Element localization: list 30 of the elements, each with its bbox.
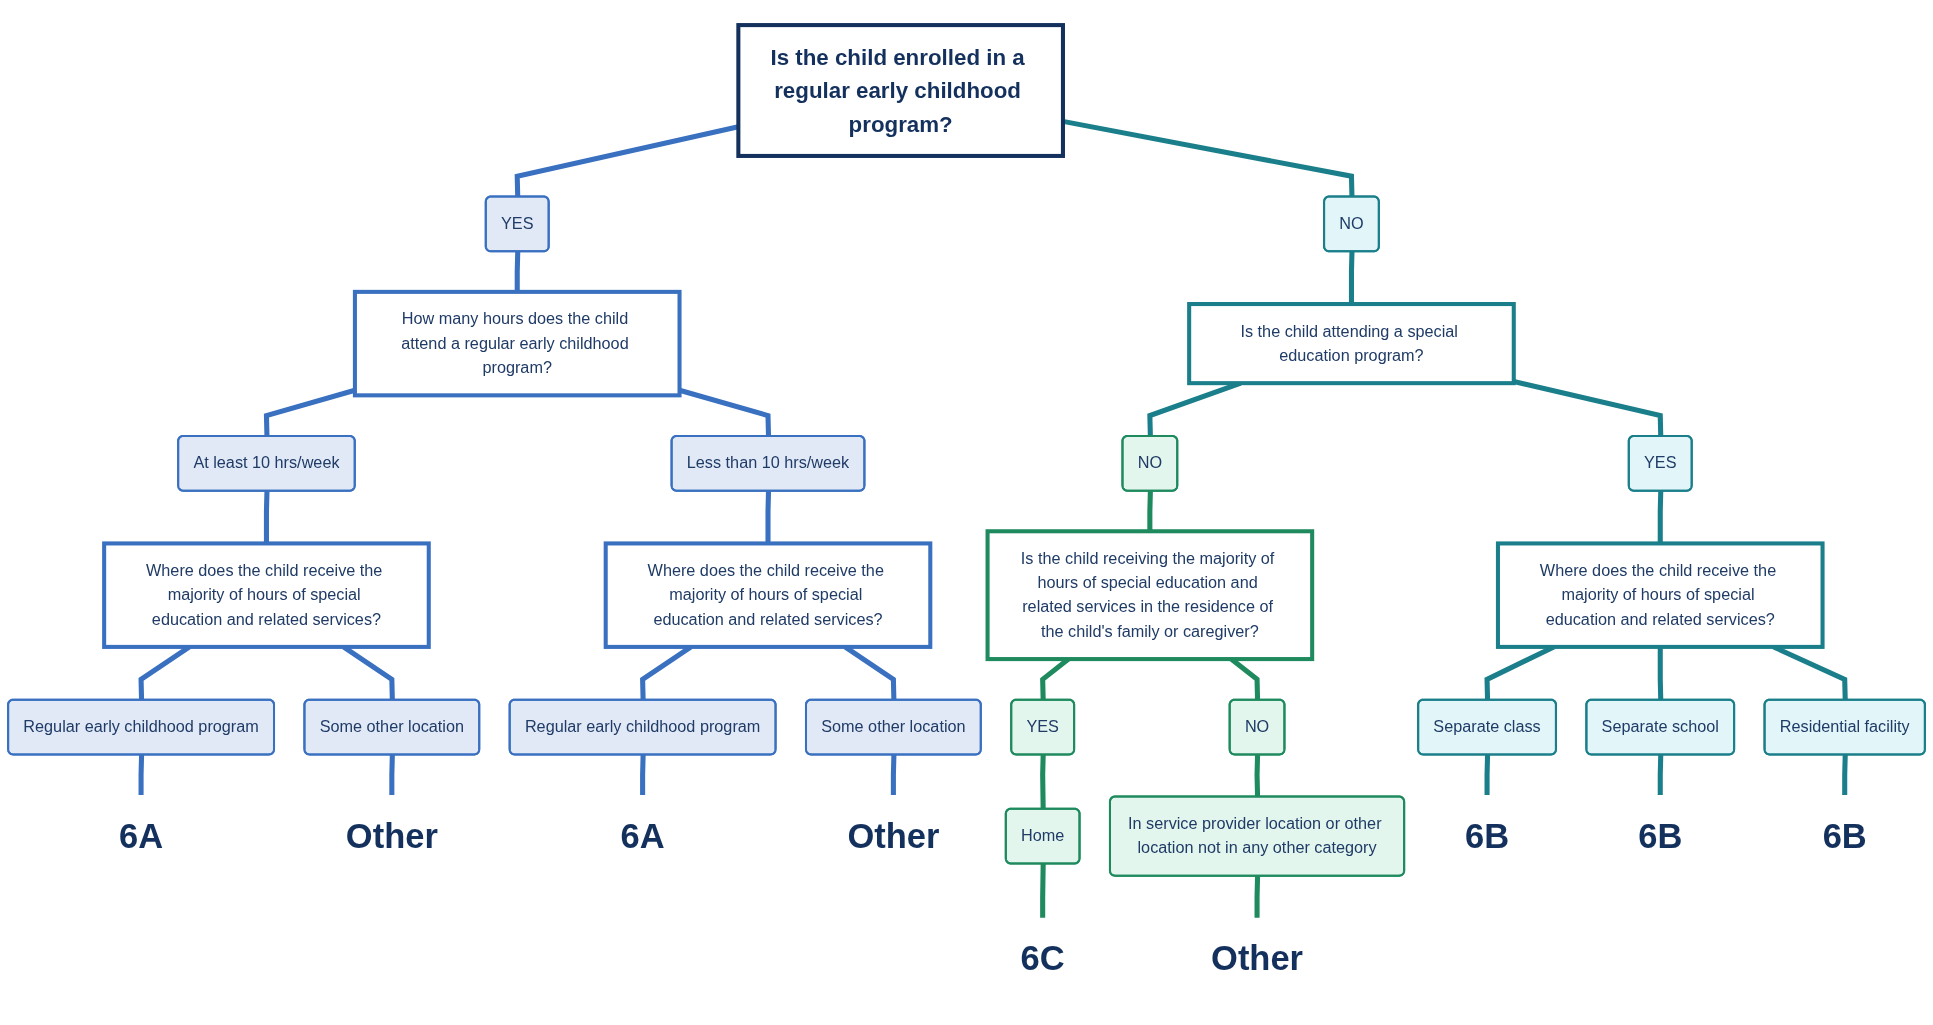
node-text: 6A [119, 816, 164, 855]
node-text: 6C [1020, 939, 1065, 978]
connector [1657, 754, 1664, 795]
connector [1254, 876, 1261, 918]
node-box: Where does the child receive the majority of hours of special education and related services? [1495, 541, 1825, 649]
connector [389, 754, 395, 795]
node-text: Other [345, 816, 438, 855]
node-box: How many hours does the child attend a regular early childhood program? [352, 289, 682, 398]
node-text: Other [1211, 939, 1304, 978]
connector [1040, 863, 1046, 918]
connector [1484, 754, 1491, 795]
connector [640, 754, 646, 795]
node-text: 6B [1638, 816, 1683, 855]
connector [1513, 379, 1664, 437]
node-box: Is the child receiving the majority of hours of special education and related services in the residence of the child's family or caregiver? [985, 529, 1315, 662]
connector [263, 491, 270, 544]
node-text: 6B [1465, 816, 1510, 855]
node-box: Is the child attending a special education program? [1187, 302, 1516, 386]
node-box: Is the child enrolled in a regular early childhood program? [736, 23, 1065, 158]
node-box: Where does the child receive the majority of hours of special education and related services? [102, 541, 431, 649]
connector [138, 754, 145, 795]
connector [1657, 491, 1664, 544]
connector [514, 251, 521, 292]
connector [765, 491, 772, 544]
node-text: Other [847, 816, 940, 855]
node-text: 6A [620, 816, 665, 855]
connector [890, 754, 897, 795]
node-text: 6B [1822, 816, 1867, 855]
connector [1842, 754, 1848, 795]
node-box: Where does the child receive the majority of hours of special education and related services? [603, 541, 933, 649]
